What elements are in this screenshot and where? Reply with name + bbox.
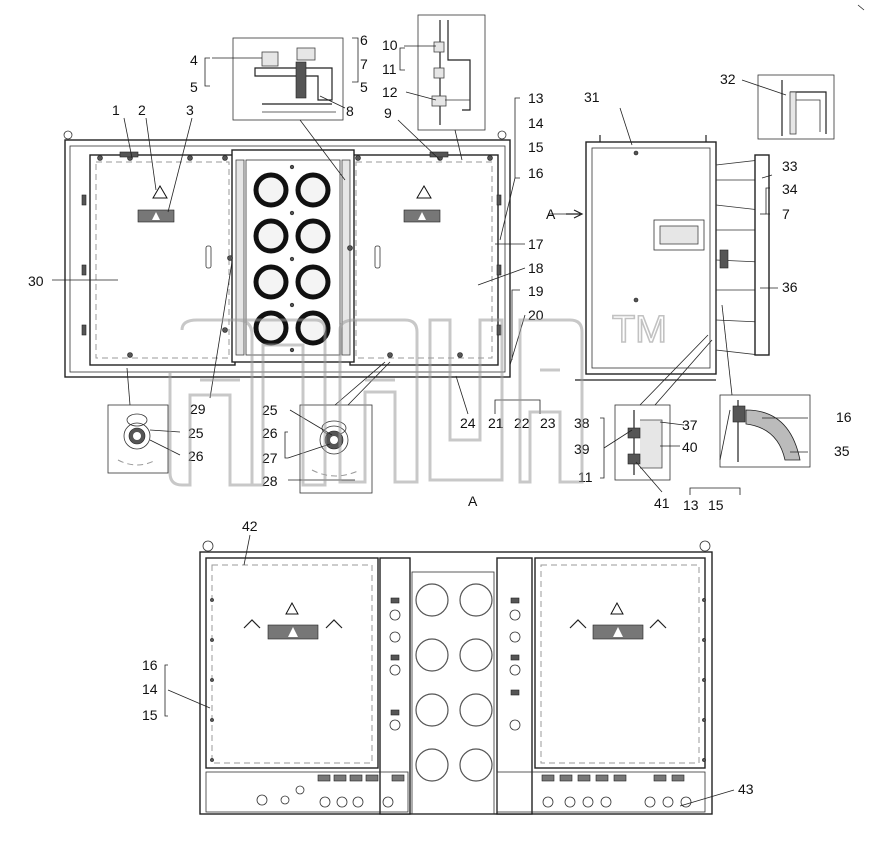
callout-37: 37 [682, 417, 698, 433]
callout-27: 27 [262, 450, 278, 466]
callout-40: 40 [682, 439, 698, 455]
callout-4: 4 [190, 52, 198, 68]
callout-24: 24 [460, 415, 476, 431]
callout-14: 14 [142, 681, 158, 697]
callout-35: 35 [834, 443, 850, 459]
detail-top-bolt [232, 37, 344, 121]
detail-top-hinge [417, 14, 486, 131]
callout-18: 18 [528, 260, 544, 276]
callout-3: 3 [186, 102, 194, 118]
callout-11: 11 [382, 61, 397, 77]
callout-42: 42 [242, 518, 258, 534]
callout-1: 1 [112, 102, 120, 118]
callout-6: 6 [360, 32, 368, 48]
callout-29: 29 [190, 401, 206, 417]
callout-16: 16 [142, 657, 158, 673]
callout-19: 19 [528, 283, 544, 299]
callout-15: 15 [708, 497, 724, 513]
callout-13: 13 [528, 90, 544, 106]
callout-28: 28 [262, 473, 278, 489]
bottom-warning-left [243, 601, 343, 640]
callout-15: 15 [528, 139, 544, 155]
detail-lock-left [107, 404, 169, 474]
callout-34: 34 [782, 181, 798, 197]
bottom-warning-right [569, 601, 667, 640]
section-label: A [468, 493, 478, 509]
warning-sign-right [403, 185, 441, 223]
callout-17: 17 [528, 236, 544, 252]
callout-16: 16 [836, 409, 852, 425]
left-door [89, 154, 236, 366]
callout-7: 7 [360, 56, 368, 72]
callout-26: 26 [188, 448, 204, 464]
callout-23: 23 [540, 415, 556, 431]
front-view [63, 130, 511, 378]
callout-25: 25 [262, 402, 278, 418]
callout-9: 9 [384, 105, 392, 121]
callout-31: 31 [584, 89, 600, 105]
callout-5: 5 [190, 79, 198, 95]
watermark-logo: TM [168, 308, 668, 487]
view-arrow-label: A [546, 206, 556, 222]
detail-corner-seal [757, 74, 835, 140]
callout-26: 26 [262, 425, 278, 441]
detail-gasket [719, 394, 811, 468]
leader-lines [52, 4, 865, 807]
bottom-view [199, 540, 713, 815]
callout-32: 32 [720, 71, 736, 87]
callout-12: 12 [382, 84, 398, 100]
callout-10: 10 [382, 37, 398, 53]
bushing-holes [253, 164, 331, 353]
warning-sign-left [137, 185, 175, 223]
callout-43: 43 [738, 781, 754, 797]
watermark-tm: TM [612, 309, 667, 351]
callout-21: 21 [488, 415, 504, 431]
callout-15: 15 [142, 707, 158, 723]
callout-16: 16 [528, 165, 544, 181]
callout-7: 7 [782, 206, 790, 222]
detail-bolt-section [614, 404, 671, 481]
callout-13: 13 [683, 497, 699, 513]
callout-25: 25 [188, 425, 204, 441]
callout-30: 30 [28, 273, 44, 289]
callout-14: 14 [528, 115, 544, 131]
callout-2: 2 [138, 102, 146, 118]
callout-33: 33 [782, 158, 798, 174]
view-arrow [566, 209, 584, 219]
callout-8: 8 [346, 103, 354, 119]
side-view [575, 135, 770, 381]
center-panel [231, 149, 355, 363]
callout-5: 5 [360, 79, 368, 95]
callout-22: 22 [514, 415, 530, 431]
callout-36: 36 [782, 279, 798, 295]
bottom-bushings [415, 583, 493, 782]
callout-41: 41 [654, 495, 670, 511]
